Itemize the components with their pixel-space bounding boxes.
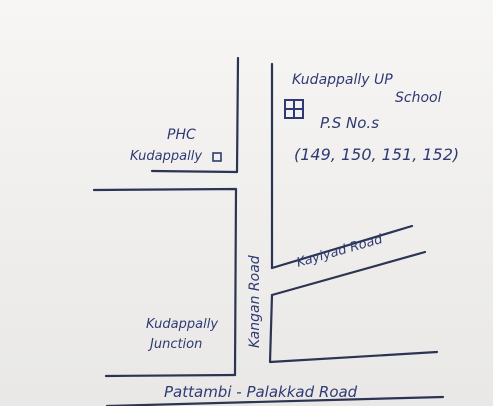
- right-road-edge-lower: [268, 293, 439, 364]
- small-square-icon: [212, 152, 222, 162]
- ps-numbers-label: (149, 150, 151, 152): [294, 145, 459, 164]
- school-name-label: Kudappally UP: [292, 72, 393, 88]
- bottom-road-upper-edge: [104, 373, 237, 378]
- school-word-label: School: [395, 90, 442, 106]
- bottom-road-label: Pattambi - Palakkad Road: [164, 383, 358, 401]
- diagonal-road-label: Kayiyad Road: [295, 232, 385, 271]
- school-grid-icon: [284, 99, 304, 119]
- bottom-road-lower-edge: [105, 395, 445, 406]
- junction-word-label: Junction: [147, 337, 202, 352]
- left-road-edge-upper: [150, 56, 240, 174]
- ps-label: P.S No.s: [320, 114, 379, 132]
- vertical-road-label: Kangan Road: [247, 255, 263, 348]
- junction-place-label: Kudappally: [146, 317, 218, 332]
- phc-place-label: Kudappally: [130, 149, 202, 164]
- diagonal-road-lower: [270, 250, 427, 297]
- phc-label: PHC: [167, 127, 196, 143]
- road-lines: [92, 56, 445, 406]
- diagonal-road-upper: [270, 224, 414, 270]
- left-road-edge-lower: [92, 187, 238, 377]
